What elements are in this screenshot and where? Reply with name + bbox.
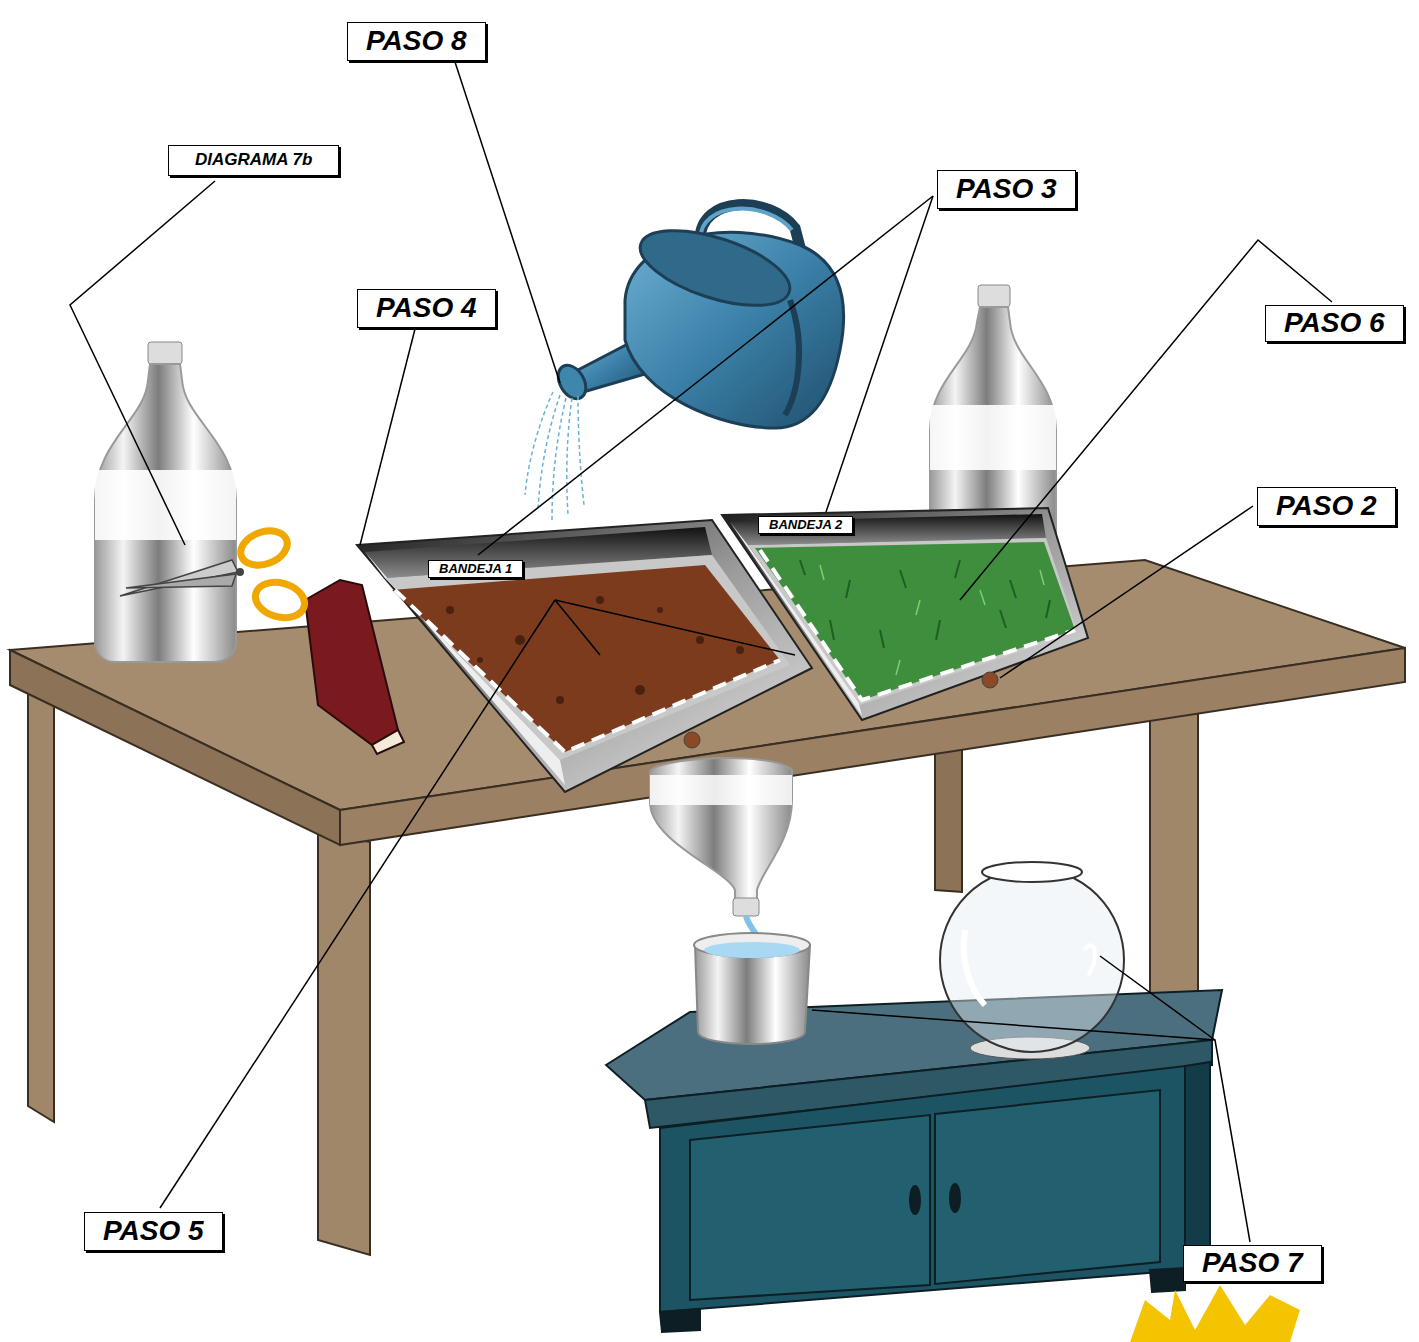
plastic-bottle	[95, 342, 236, 662]
cabinet	[606, 990, 1222, 1332]
label-text: PASO 8	[366, 26, 467, 57]
step-label: PASO 2	[1257, 487, 1396, 526]
funnel-bottle	[650, 758, 792, 942]
step-label: PASO 8	[347, 22, 486, 61]
leader-line	[70, 62, 1332, 1242]
fish-bowl	[940, 862, 1124, 1059]
label-text: PASO 7	[1202, 1248, 1303, 1279]
label-text: BANDEJA 2	[769, 518, 842, 532]
scissors	[120, 525, 309, 623]
logo-shape	[1130, 1285, 1300, 1342]
tray	[357, 520, 812, 792]
label-text: DIAGRAMA 7b	[195, 151, 312, 170]
label-text: PASO 5	[103, 1216, 204, 1247]
diagram-label: DIAGRAMA 7b	[168, 145, 339, 176]
step-label: PASO 6	[1265, 305, 1404, 342]
label-text: PASO 4	[376, 293, 477, 324]
label-text: BANDEJA 1	[439, 562, 512, 576]
label-text: PASO 2	[1276, 491, 1377, 522]
step-label: PASO 3	[937, 170, 1076, 209]
tray-label: BANDEJA 1	[428, 560, 523, 578]
label-text: PASO 3	[956, 174, 1057, 205]
step-label: PASO 5	[84, 1212, 223, 1251]
step-label: PASO 7	[1183, 1245, 1322, 1282]
tray-label: BANDEJA 2	[758, 516, 853, 534]
cup	[694, 933, 810, 1044]
watering-can	[553, 205, 844, 428]
step-label: PASO 4	[357, 289, 496, 328]
label-text: PASO 6	[1284, 308, 1385, 339]
tray	[722, 508, 1088, 720]
water-drops	[525, 392, 584, 520]
